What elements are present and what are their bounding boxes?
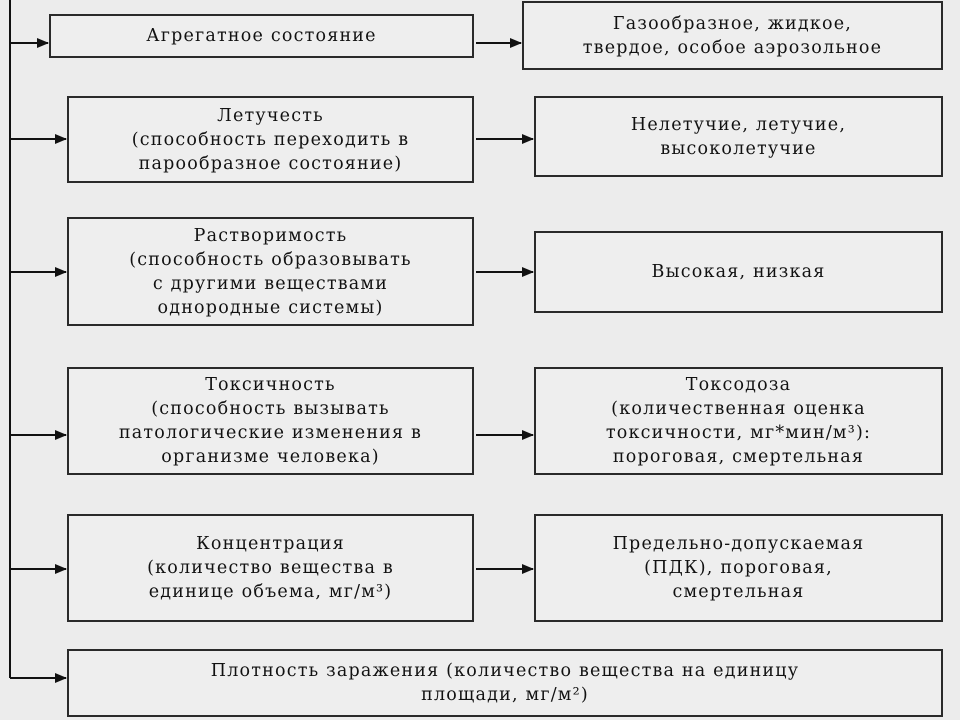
property-box-toxicity: Токсичность (способность вызывать патоло… [67,367,474,475]
values-box-volatility: Нелетучие, летучие, высоколетучие [534,96,943,177]
values-box-aggregate-state: Газообразное, жидкое, твердое, особое аэ… [522,1,943,70]
contamination-density-box: Плотность заражения (количество вещества… [67,649,943,717]
values-box-toxicity: Токсодоза (количественная оценка токсичн… [534,367,943,475]
values-box-solubility: Высокая, низкая [534,231,943,313]
property-box-solubility: Растворимость (способность образовывать … [67,217,474,326]
property-box-volatility: Летучесть (способность переходить в паро… [67,96,474,183]
values-box-concentration: Предельно-допускаемая (ПДК), пороговая, … [534,514,943,622]
property-box-aggregate-state: Агрегатное состояние [49,14,474,58]
property-box-concentration: Концентрация (количество вещества в един… [67,514,474,622]
